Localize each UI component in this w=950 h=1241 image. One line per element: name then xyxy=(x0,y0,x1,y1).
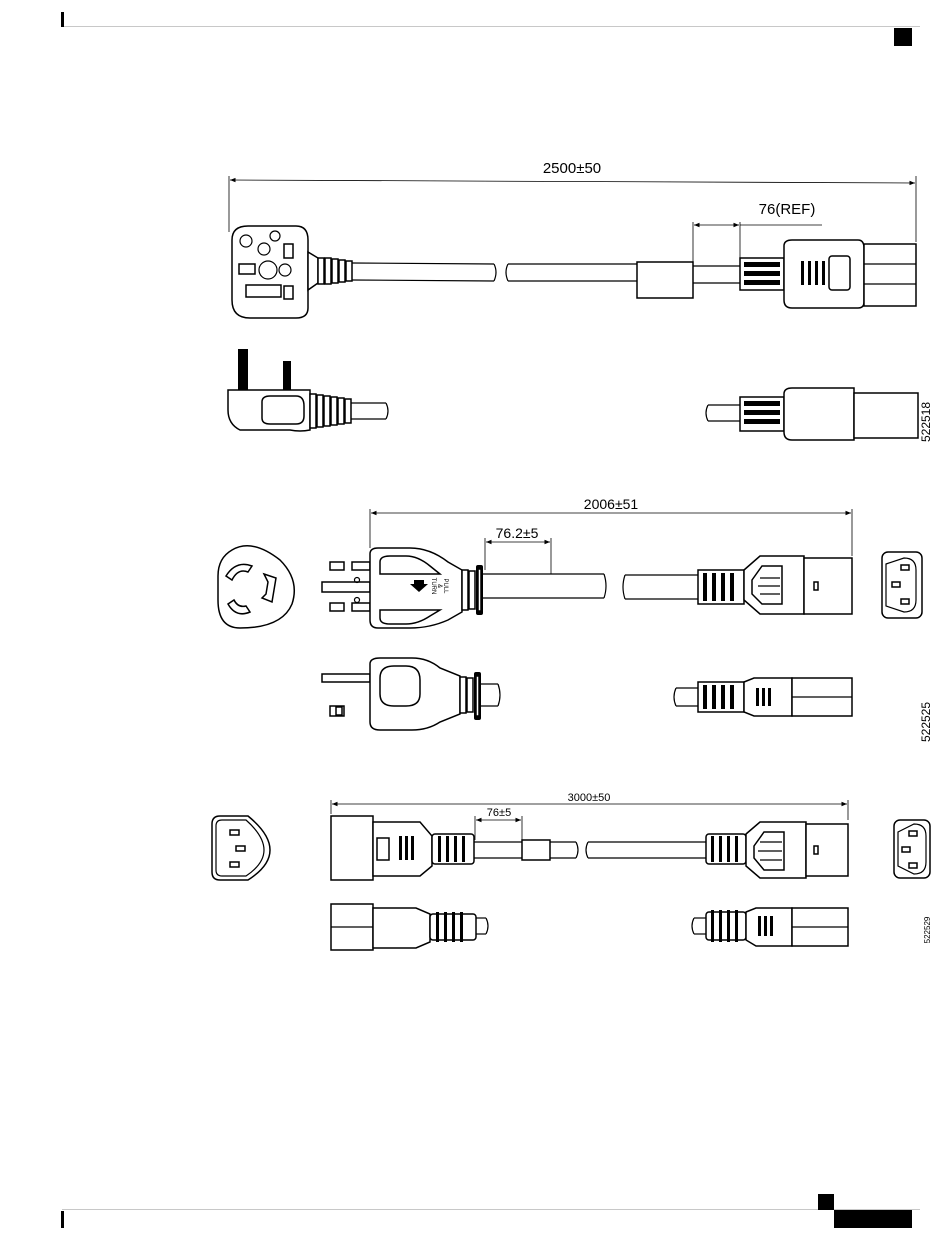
figure-1: 2500±50 76(REF) xyxy=(228,160,933,442)
c14-inlet-icon-left xyxy=(212,816,270,880)
footer-rule xyxy=(62,1209,920,1210)
footer-tick xyxy=(61,1211,64,1228)
figure-1-overall-length: 2500±50 xyxy=(543,160,601,177)
figure-1-number: 522518 xyxy=(919,402,933,442)
figure-2: 2006±51 76.2±5 TURN & PULL xyxy=(218,496,933,742)
figure-2-number: 522525 xyxy=(919,702,933,742)
c13-socket-icon-right xyxy=(894,820,930,878)
figure-3: 3000±50 76±5 xyxy=(212,792,932,950)
footer-bar xyxy=(834,1210,912,1228)
figure-2-overall-length: 2006±51 xyxy=(584,496,639,512)
figure-3-strain-relief-length: 76±5 xyxy=(487,807,511,819)
c15-connector-icon xyxy=(740,240,916,308)
footer-square xyxy=(818,1194,834,1210)
c13-connector-icon xyxy=(698,556,852,614)
plug-label-and: & xyxy=(436,584,442,588)
c14-inlet-icon xyxy=(882,552,922,618)
uk-plug-icon xyxy=(232,226,308,318)
china-plug-icon xyxy=(218,546,294,628)
figure-1-reference-length: 76(REF) xyxy=(759,201,816,218)
figure-3-overall-length: 3000±50 xyxy=(568,792,611,804)
plug-label-pull: PULL xyxy=(442,578,448,594)
figure-2-strain-relief-length: 76.2±5 xyxy=(496,525,539,541)
plug-label-turn: TURN xyxy=(430,578,436,595)
figure-3-number: 522529 xyxy=(923,916,932,943)
